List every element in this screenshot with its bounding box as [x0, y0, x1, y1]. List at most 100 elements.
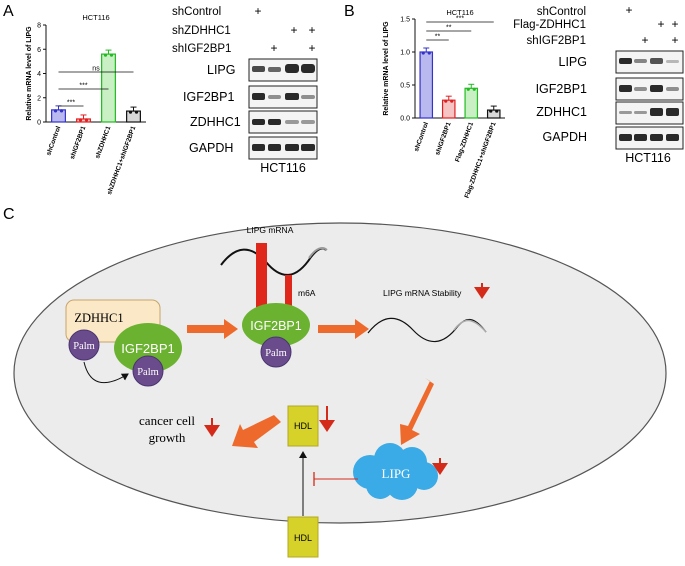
- data-point: [421, 51, 425, 55]
- cancer-growth-label-2: growth: [149, 430, 186, 445]
- data-point: [444, 99, 448, 103]
- x-tick-label: shIGF2BP1: [434, 121, 453, 156]
- palm-label-igf2bp1: Palm: [265, 348, 287, 359]
- blot-b-condition-2: Flag-ZDHHC1: [513, 19, 586, 31]
- blot-a-condition-2: shZDHHC1: [172, 25, 231, 37]
- cell-outline: [13, 222, 667, 524]
- data-point: [103, 53, 108, 57]
- palm-node-left: [68, 329, 100, 361]
- y-tick-label: 0.0: [400, 116, 410, 123]
- blot-b-condition-3: shIGF2BP1: [527, 35, 586, 47]
- arrow-to-binding: [187, 319, 238, 339]
- blot-b-protein-lipg: LIPG: [559, 55, 588, 69]
- blot-a-sign: +: [308, 23, 315, 37]
- data-point: [495, 109, 499, 113]
- igf2bp1-node-bound: [242, 303, 310, 347]
- blot-a-protein-gapdh: GAPDH: [189, 141, 233, 155]
- panel-label-a: A: [3, 3, 14, 20]
- blot-b-cell-line: HCT116: [625, 151, 671, 165]
- data-point: [109, 53, 114, 57]
- palm-label-left: Palm: [73, 341, 95, 352]
- data-point: [489, 109, 493, 113]
- mechanism-diagram: ZDHHC1 IGF2BP1 Palm Palm LIPG mRNA m6A I…: [13, 222, 667, 558]
- chart-title: HCT116: [82, 13, 109, 22]
- palm-node-igf2bp1: [260, 336, 292, 368]
- significance-label: **: [446, 25, 452, 32]
- hdl-box-outside: [287, 516, 319, 558]
- x-tick-label: shControl: [413, 121, 430, 152]
- m6a-binding-bar-1: [256, 243, 267, 310]
- bar: [419, 51, 434, 119]
- blot-b-band-lipg: [615, 50, 684, 74]
- palmitoylation-arrow: [83, 361, 129, 383]
- bar: [51, 109, 66, 123]
- y-tick-label: 1.0: [400, 50, 410, 57]
- stability-label: LIPG mRNA Stability: [383, 288, 462, 298]
- blot-a-condition-1: shControl: [172, 6, 221, 18]
- bar: [126, 110, 141, 123]
- data-point: [450, 99, 454, 103]
- blot-b-band-zdhhc1: [615, 101, 684, 125]
- bar: [464, 87, 479, 119]
- lipg-cloud: [353, 443, 438, 500]
- x-tick-label: Flag-ZDHHC1: [454, 121, 475, 163]
- cancer-growth-label-1: cancer cell: [139, 413, 195, 428]
- lipg-mrna-degraded: [367, 317, 487, 343]
- bar: [76, 118, 91, 123]
- y-tick-label: 0: [37, 120, 41, 127]
- blot-b-sign: +: [671, 17, 678, 31]
- blot-a-cell-line: HCT116: [260, 161, 306, 175]
- significance-label: **: [435, 34, 441, 41]
- blot-a-protein-igf2bp1: IGF2BP1: [183, 90, 234, 104]
- y-axis-label: Relative mRNA level of LIPG: [383, 21, 390, 116]
- blot-b-sign: +: [641, 33, 648, 47]
- data-point: [427, 51, 431, 55]
- y-tick-label: 4: [37, 71, 41, 78]
- data-point: [134, 110, 139, 114]
- western-blot-a: shControl shZDHHC1 shIGF2BP1 + + + + + L…: [172, 4, 318, 175]
- data-point: [472, 87, 476, 91]
- y-tick-label: 6: [37, 47, 41, 54]
- palm-node-bound: [132, 355, 164, 387]
- blot-b-sign: +: [657, 17, 664, 31]
- blot-a-sign: +: [254, 4, 261, 18]
- western-blot-b: shControl Flag-ZDHHC1 shIGF2BP1 + + + + …: [513, 3, 684, 165]
- lipg-mrna-label: LIPG mRNA: [247, 225, 294, 235]
- blot-b-protein-igf2bp1: IGF2BP1: [536, 82, 587, 96]
- igf2bp1-label-bound: IGF2BP1: [250, 319, 301, 333]
- m6a-binding-bar-2: [285, 275, 292, 310]
- blot-a-sign: +: [308, 41, 315, 55]
- x-tick-label: shZDHHC1: [94, 125, 112, 160]
- palm-label-bound: Palm: [137, 367, 159, 378]
- blot-a-sign: +: [290, 23, 297, 37]
- y-axis-label: Relative mRNA level of LIPG: [26, 26, 33, 121]
- blot-b-protein-gapdh: GAPDH: [543, 130, 587, 144]
- data-point: [53, 109, 58, 113]
- blot-b-sign: +: [625, 3, 632, 17]
- data-point: [78, 118, 83, 122]
- x-tick-label: shIGF2BP1: [69, 125, 88, 160]
- y-tick-label: 0.5: [400, 83, 410, 90]
- hdl-label-outside: HDL: [294, 533, 312, 543]
- panel-label-c: C: [3, 206, 15, 223]
- zdhhc1-label: ZDHHC1: [74, 311, 123, 325]
- data-point: [59, 109, 64, 113]
- blot-a-condition-3: shIGF2BP1: [172, 43, 231, 55]
- significance-label: ***: [79, 83, 87, 90]
- chart-title: HCT116: [446, 8, 473, 17]
- arrow-to-stability: [318, 319, 369, 339]
- blot-a-band-zdhhc1: [248, 110, 318, 134]
- blot-b-protein-zdhhc1: ZDHHC1: [536, 105, 587, 119]
- igf2bp1-label-left: IGF2BP1: [121, 341, 174, 356]
- blot-b-condition-1: shControl: [537, 6, 586, 18]
- data-point: [84, 118, 89, 122]
- hdl-box-inside: [287, 405, 319, 447]
- blot-a-band-gapdh: [248, 136, 318, 160]
- significance-label: ***: [456, 16, 464, 23]
- arrow-to-growth: [232, 415, 281, 448]
- data-point: [128, 110, 133, 114]
